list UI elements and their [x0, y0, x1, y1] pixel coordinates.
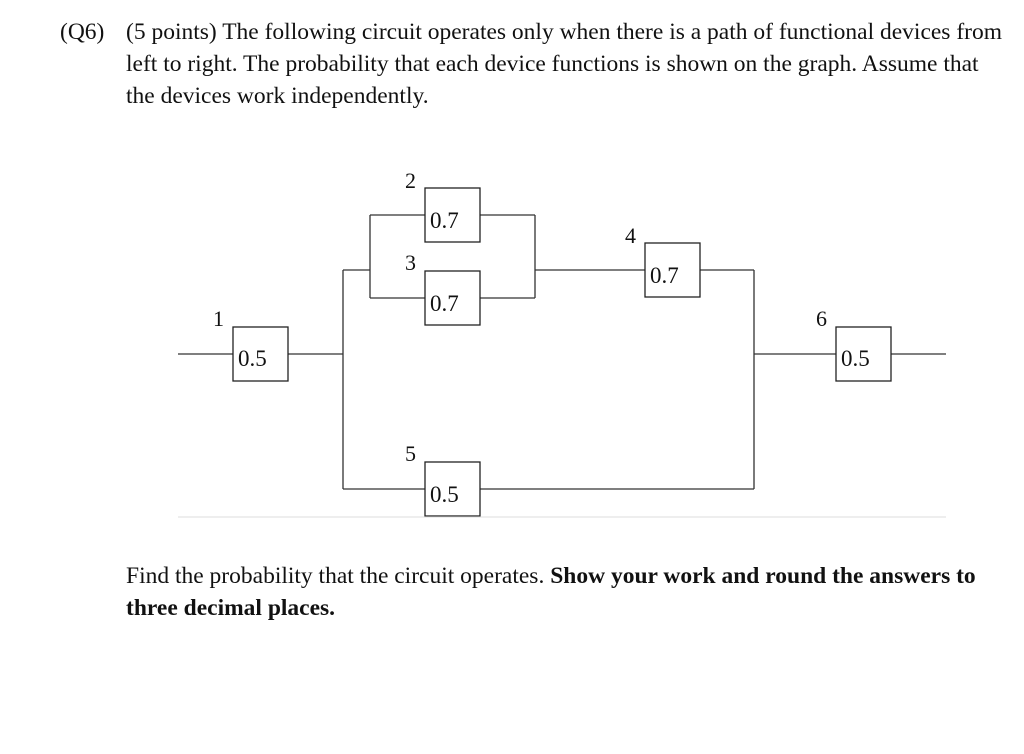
device-1: 0.5 1 — [213, 306, 289, 382]
question-text-block: (Q6) (5 points) The following circuit op… — [60, 16, 1005, 112]
device-1-label: 1 — [213, 306, 224, 331]
question-description: The following circuit operates only when… — [126, 19, 1003, 109]
question-number: (Q6) — [60, 19, 105, 45]
device-5-prob: 0.5 — [430, 482, 459, 507]
device-6-box — [835, 326, 892, 382]
device-5-label: 5 — [405, 441, 416, 466]
device-1-prob: 0.5 — [238, 346, 267, 371]
device-2-box — [424, 187, 481, 243]
circuit-diagram: 0.5 1 0.7 2 0.7 3 0.7 4 0.5 5 0.5 6 — [178, 168, 946, 518]
device-6-label: 6 — [816, 306, 827, 331]
device-4-box — [644, 242, 701, 298]
device-5-box — [424, 461, 481, 517]
device-3-label: 3 — [405, 250, 416, 275]
device-4: 0.7 4 — [625, 223, 701, 298]
question-points: (5 points) — [126, 19, 217, 45]
device-2-label: 2 — [405, 168, 416, 193]
device-4-prob: 0.7 — [650, 263, 679, 288]
device-2: 0.7 2 — [405, 168, 481, 243]
device-2-prob: 0.7 — [430, 208, 459, 233]
device-6-prob: 0.5 — [841, 346, 870, 371]
device-3: 0.7 3 — [405, 250, 481, 326]
device-1-box — [232, 326, 289, 382]
instruction-bold: Show your work and round the answers to … — [126, 563, 976, 621]
device-3-box — [424, 270, 481, 326]
device-5: 0.5 5 — [405, 441, 481, 517]
circuit-wires — [178, 214, 946, 490]
instruction-plain: Find the probability that the circuit op… — [126, 563, 545, 589]
device-3-prob: 0.7 — [430, 291, 459, 316]
question-body: (5 points) The following circuit operate… — [126, 16, 1005, 112]
device-6: 0.5 6 — [816, 306, 892, 382]
instruction-text: Find the probability that the circuit op… — [126, 560, 1006, 624]
device-4-label: 4 — [625, 223, 636, 248]
